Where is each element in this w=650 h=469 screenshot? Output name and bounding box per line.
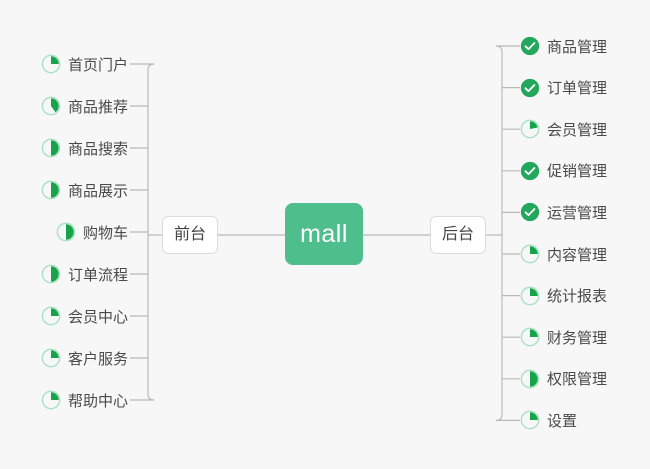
leaf-node-backend-8[interactable]: 权限管理 — [520, 366, 607, 392]
leaf-node-label: 设置 — [547, 412, 578, 430]
progress-circle-icon — [520, 244, 540, 264]
leaf-node-frontend-3[interactable]: 商品展示 — [41, 177, 128, 203]
leaf-node-frontend-1[interactable]: 商品推荐 — [41, 93, 128, 119]
leaf-node-frontend-0[interactable]: 首页门户 — [41, 51, 128, 77]
leaf-node-label: 统计报表 — [547, 288, 608, 306]
check-circle-icon — [520, 161, 540, 180]
leaf-node-backend-4[interactable]: 运营管理 — [520, 199, 607, 225]
leaf-node-label: 财务管理 — [547, 329, 608, 347]
check-circle-icon — [520, 36, 540, 56]
leaf-node-backend-2[interactable]: 会员管理 — [520, 116, 607, 142]
check-circle-icon — [520, 203, 540, 222]
leaf-node-label: 会员管理 — [547, 121, 608, 139]
leaf-node-frontend-8[interactable]: 帮助中心 — [41, 387, 128, 413]
leaf-node-frontend-2[interactable]: 商品搜索 — [41, 135, 128, 161]
leaf-node-label: 订单管理 — [547, 80, 608, 98]
progress-circle-icon — [41, 306, 61, 326]
progress-circle-icon — [520, 369, 540, 389]
progress-circle-icon — [41, 96, 61, 116]
center-node-mall[interactable]: mall — [285, 203, 363, 265]
progress-circle-icon — [41, 54, 61, 74]
leaf-node-label: 内容管理 — [547, 246, 608, 264]
progress-circle-icon — [520, 327, 540, 347]
progress-circle-icon — [41, 390, 61, 410]
progress-circle-icon — [520, 119, 540, 139]
leaf-node-label: 促销管理 — [547, 163, 608, 181]
leaf-node-label: 商品推荐 — [67, 98, 128, 116]
leaf-node-label: 客户服务 — [67, 350, 128, 368]
leaf-node-label: 订单流程 — [67, 266, 128, 284]
branch-node-backend[interactable]: 后台 — [430, 216, 486, 254]
leaf-node-backend-1[interactable]: 订单管理 — [520, 75, 607, 101]
leaf-node-backend-7[interactable]: 财务管理 — [520, 324, 607, 350]
progress-circle-icon — [520, 411, 540, 430]
leaf-node-label: 首页门户 — [67, 56, 128, 74]
leaf-node-label: 帮助中心 — [67, 392, 128, 410]
leaf-node-backend-0[interactable]: 商品管理 — [520, 33, 607, 59]
leaf-node-frontend-6[interactable]: 会员中心 — [41, 303, 128, 329]
progress-circle-icon — [41, 180, 61, 200]
leaf-node-label: 商品搜索 — [67, 140, 128, 158]
leaf-node-backend-6[interactable]: 统计报表 — [520, 283, 607, 309]
leaf-node-frontend-4[interactable]: 购物车 — [56, 219, 128, 245]
leaf-node-label: 权限管理 — [547, 371, 608, 389]
leaf-node-backend-5[interactable]: 内容管理 — [520, 241, 607, 267]
leaf-node-backend-9[interactable]: 设置 — [520, 407, 577, 433]
leaf-node-label: 商品管理 — [547, 38, 608, 56]
leaf-node-frontend-7[interactable]: 客户服务 — [41, 345, 128, 371]
leaf-node-label: 运营管理 — [547, 204, 608, 222]
progress-circle-icon — [56, 222, 76, 242]
leaf-node-backend-3[interactable]: 促销管理 — [520, 158, 607, 184]
branch-node-frontend[interactable]: 前台 — [162, 216, 218, 254]
leaf-node-frontend-5[interactable]: 订单流程 — [41, 261, 128, 287]
leaf-node-label: 商品展示 — [67, 182, 128, 200]
progress-circle-icon — [41, 348, 61, 368]
progress-circle-icon — [520, 286, 540, 305]
check-circle-icon — [520, 78, 540, 97]
leaf-node-label: 会员中心 — [67, 308, 128, 326]
progress-circle-icon — [41, 264, 61, 284]
progress-circle-icon — [41, 138, 61, 158]
leaf-node-label: 购物车 — [82, 224, 128, 242]
